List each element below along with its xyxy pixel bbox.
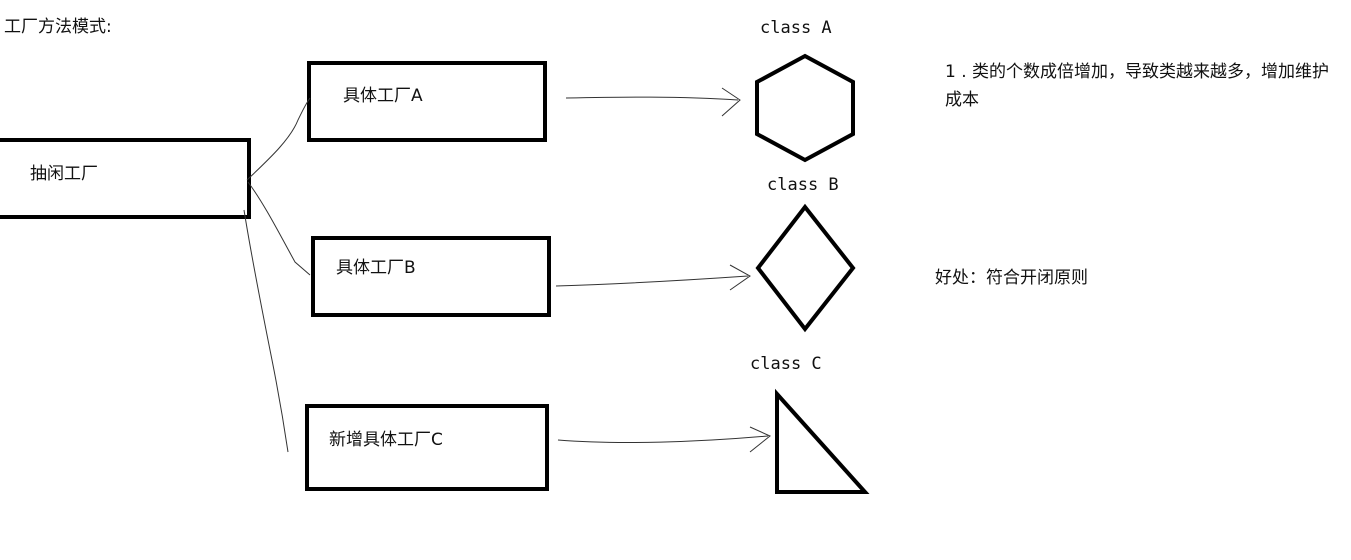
connector-to-factory-c [243, 209, 289, 453]
diamond-shape [755, 203, 856, 333]
class-b-label: class B [767, 175, 839, 195]
connector-to-factory-a [246, 97, 311, 181]
factory-a-box [307, 61, 547, 142]
abstract-factory-label: 抽闲工厂 [30, 164, 98, 184]
drawback-note: 1 . 类的个数成倍增加，导致类越来越多，增加维护成本 [945, 62, 1330, 110]
class-a-label: class A [760, 18, 832, 38]
arrow-b [555, 264, 751, 291]
hexagon-shape [755, 53, 855, 163]
factory-b-box [311, 236, 551, 317]
connector-to-factory-b [247, 181, 311, 276]
factory-c-label: 新增具体工厂C [329, 430, 443, 450]
factory-a-label: 具体工厂A [343, 86, 423, 106]
class-c-label: class C [750, 354, 822, 374]
arrow-a [565, 87, 741, 117]
triangle-shape [775, 388, 870, 494]
factory-b-label: 具体工厂B [336, 258, 416, 278]
factory-c-box [305, 404, 549, 491]
arrow-c [557, 426, 771, 453]
diagram-title: 工厂方法模式: [4, 17, 112, 37]
benefit-note: 好处：符合开闭原则 [935, 268, 1088, 288]
